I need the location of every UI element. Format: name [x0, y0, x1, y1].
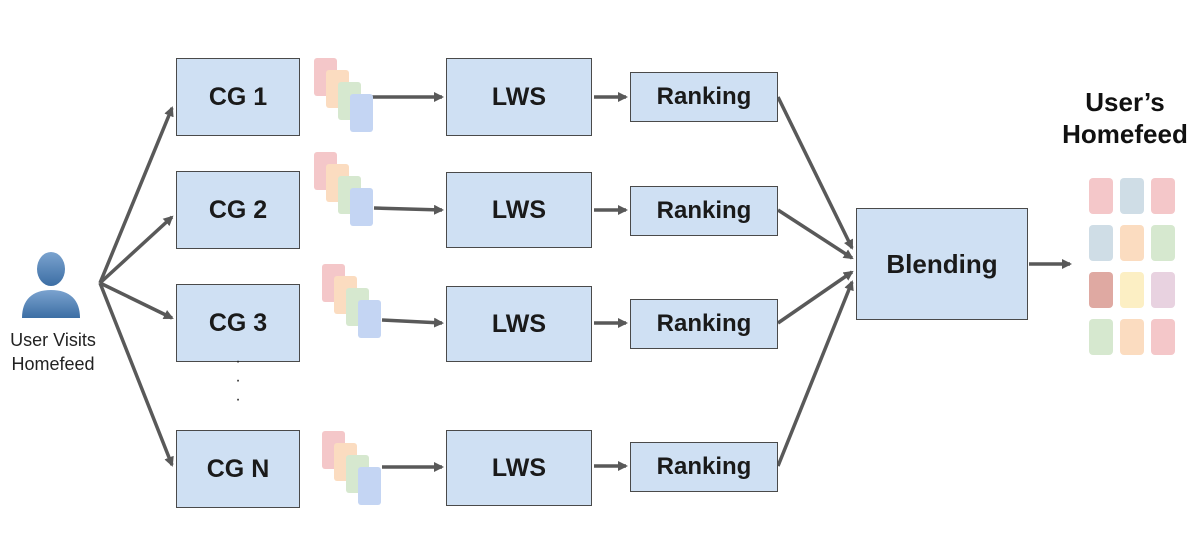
feed-tile: [1151, 225, 1175, 261]
feed-tile: [1120, 225, 1144, 261]
lws-box-2: LWS: [446, 172, 592, 248]
cg-box-1: CG 1: [176, 58, 300, 136]
feed-title-line-2: Homefeed: [1062, 119, 1188, 149]
candidate-cards-3: [322, 264, 382, 344]
feed-tile: [1120, 178, 1144, 214]
users-homefeed-title: User’s Homefeed: [1050, 86, 1200, 150]
feed-tile: [1151, 178, 1175, 214]
ranking-box-n: Ranking: [630, 442, 778, 492]
feed-tile: [1151, 319, 1175, 355]
arrow-user-to-cg-2: [98, 215, 174, 285]
ranking-box-1: Ranking: [630, 72, 778, 122]
blending-box: Blending: [856, 208, 1028, 320]
candidate-card: [350, 94, 373, 132]
cg-box-3: CG 3: [176, 284, 300, 362]
candidate-card: [358, 467, 381, 505]
arrow-ranking-3-to-blending: [777, 270, 854, 325]
candidate-card: [350, 188, 373, 226]
ranking-box-3: Ranking: [630, 299, 778, 349]
person-silhouette-icon: [22, 252, 80, 318]
feed-tile: [1120, 272, 1144, 308]
cg-box-2: CG 2: [176, 171, 300, 249]
candidate-cards-1: [314, 58, 374, 138]
feed-title-line-1: User’s: [1085, 87, 1165, 117]
arrow-ranking-1-to-blending: [776, 96, 854, 250]
cg-box-n: CG N: [176, 430, 300, 508]
user-label-line-2: Homefeed: [11, 354, 95, 374]
user-visits-label: User Visits Homefeed: [0, 328, 106, 376]
ellipsis-dot: ·: [235, 372, 241, 389]
feed-tile: [1120, 319, 1144, 355]
user-label-line-1: User Visits: [10, 330, 96, 350]
ellipsis-dot: ·: [235, 353, 241, 370]
feed-tile: [1089, 319, 1113, 355]
feed-tile: [1089, 272, 1113, 308]
feed-tile: [1089, 225, 1113, 261]
arrow-user-to-cg-n: [98, 282, 174, 467]
feed-tile: [1151, 272, 1175, 308]
candidate-card: [358, 300, 381, 338]
feed-tile: [1089, 178, 1113, 214]
lws-box-n: LWS: [446, 430, 592, 506]
candidate-cards-n: [322, 431, 382, 511]
arrow-user-to-cg-3: [99, 281, 174, 320]
arrow-user-to-cg-1: [98, 106, 174, 284]
ranking-box-2: Ranking: [630, 186, 778, 236]
lws-box-1: LWS: [446, 58, 592, 136]
ellipsis-dot: ·: [235, 391, 241, 408]
arrow-cards-to-lws-2: [373, 204, 444, 215]
vertical-ellipsis: · · ·: [232, 352, 244, 409]
arrow-cards-to-lws-3: [381, 317, 444, 328]
candidate-cards-2: [314, 152, 374, 232]
arrow-ranking-n-to-blending: [776, 280, 854, 467]
lws-box-3: LWS: [446, 286, 592, 362]
arrow-ranking-2-to-blending: [777, 208, 854, 260]
